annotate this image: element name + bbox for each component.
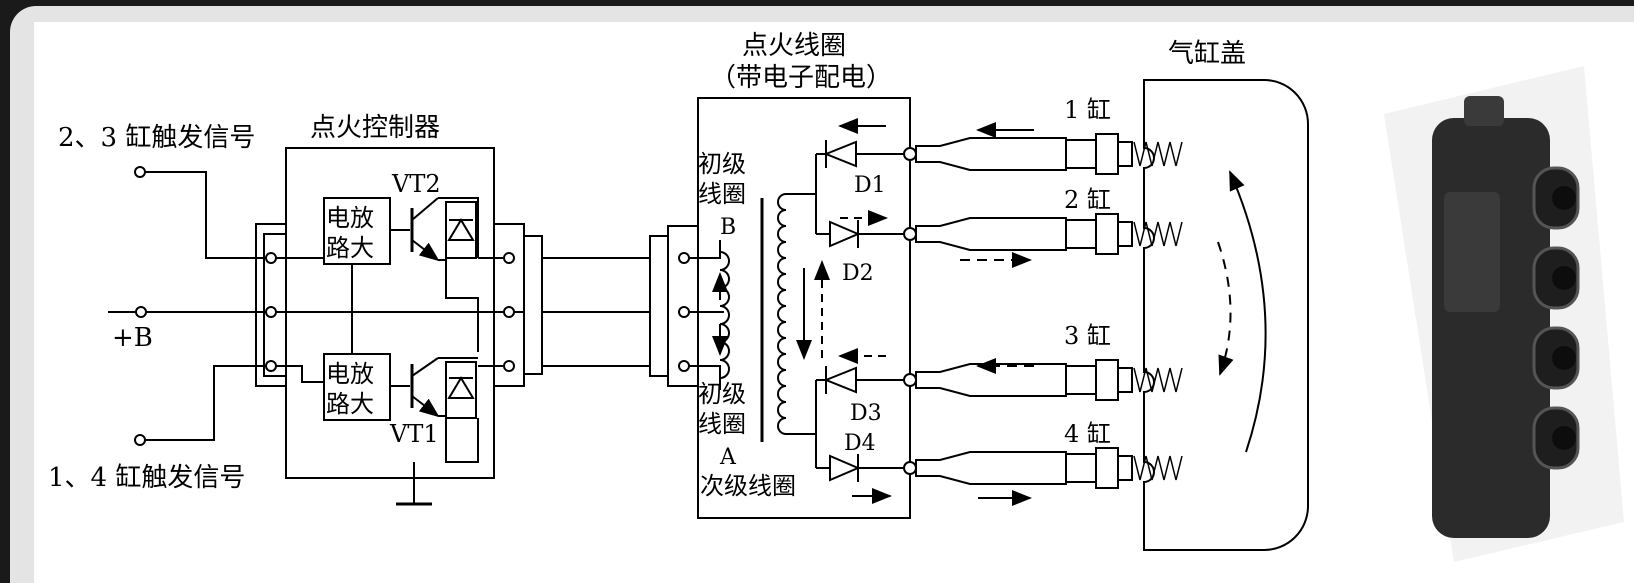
label-plus-b: +B: [112, 323, 153, 353]
label-amp-top-2: 路大: [326, 234, 374, 262]
amplifier-top: [323, 197, 391, 265]
label-trigger-14: 1、4 缸触发信号: [48, 463, 245, 493]
ht-lead-4: [915, 447, 1133, 489]
label-amp-top-1: 电放: [326, 204, 374, 232]
coil-pack-photo: [1384, 66, 1624, 562]
label-vt2: VT2: [391, 170, 441, 198]
terminal-plus-b: [135, 306, 147, 318]
label-vt1: VT1: [389, 420, 439, 448]
label-cylinder-head: 气缸盖: [1168, 39, 1246, 69]
primary-winding: [719, 240, 730, 390]
diode-d3: [823, 366, 857, 394]
wire-trigger-14: [145, 365, 256, 441]
label-cyl-4: 4 缸: [1064, 420, 1111, 448]
ht-lead-2: [915, 213, 1133, 255]
label-primary-b-1: 初级: [698, 150, 746, 178]
diode-d4: [829, 454, 861, 482]
label-d1: D1: [854, 173, 886, 198]
controller-left-connector-inner: [263, 233, 287, 377]
ht-lead-1: [915, 133, 1133, 175]
label-controller: 点火控制器: [310, 113, 440, 143]
label-d2: D2: [842, 261, 874, 286]
ht-lead-3: [915, 359, 1133, 401]
label-coil-title-1: 点火线圈: [742, 31, 846, 61]
label-amp-bottom-1: 电放: [326, 360, 374, 388]
label-primary-a-1: 初级: [698, 380, 746, 408]
cylinder-head: [1143, 79, 1309, 551]
label-primary-a-tag: A: [719, 445, 737, 470]
terminal-trigger-23: [134, 166, 146, 178]
label-secondary: 次级线圈: [700, 472, 796, 500]
firing-arrow-dashed: [1217, 241, 1234, 376]
label-primary-a-2: 线圈: [698, 410, 746, 438]
label-cyl-3: 3 缸: [1064, 322, 1111, 350]
diagram-canvas: 2、3 缸触发信号 1、4 缸触发信号 +B 点火控制器 电放 路大 电放 路大…: [34, 22, 1634, 583]
diode-d1: [823, 140, 857, 168]
secondary-winding: [777, 193, 816, 435]
label-cyl-1: 1 缸: [1064, 96, 1111, 124]
label-primary-b-2: 线圈: [698, 180, 746, 208]
label-coil-title-2: （带电子配电）: [710, 63, 892, 93]
label-trigger-23: 2、3 缸触发信号: [58, 123, 255, 153]
label-primary-b-tag: B: [720, 215, 736, 240]
firing-arrow-solid: [1229, 170, 1267, 453]
wire-trigger-23: [145, 171, 256, 259]
label-d3: D3: [850, 401, 882, 426]
label-d4: D4: [844, 431, 876, 456]
label-cyl-2: 2 缸: [1064, 186, 1111, 214]
diode-d2: [829, 220, 861, 248]
ignition-circuit-diagram: 2、3 缸触发信号 1、4 缸触发信号 +B 点火控制器 电放 路大 电放 路大…: [48, 31, 1624, 562]
terminal-trigger-14: [134, 434, 146, 446]
label-amp-bottom-2: 路大: [326, 390, 374, 418]
ignition-coil-box: [697, 97, 911, 519]
